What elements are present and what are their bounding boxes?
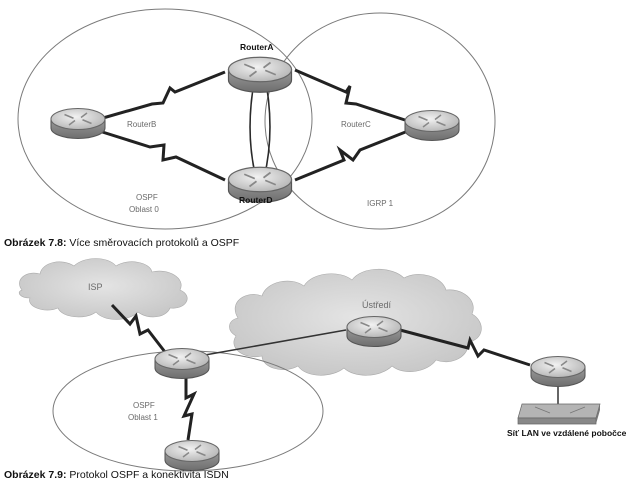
caption-number: Obrázek 7.8:: [4, 237, 67, 249]
router-d-label: RouterD: [239, 195, 273, 205]
figure-7-8: RouterA RouterB RouterC RouterD OSPF Obl…: [17, 8, 496, 230]
remote-router-icon: [530, 355, 586, 388]
link-area-to-hq: [187, 329, 347, 359]
area1-label: Oblast 1: [128, 413, 158, 422]
caption-text: Protokol OSPF a konektivita ISDN: [66, 469, 229, 481]
ospf-area0-region: [17, 8, 313, 230]
area0-label: Oblast 0: [129, 205, 159, 214]
caption-number: Obrázek 7.9:: [4, 469, 67, 481]
isdn-link-remote: [399, 328, 531, 367]
caption-text: Více směrovacích protokolů a OSPF: [66, 237, 240, 249]
figure-7-8-caption: Obrázek 7.8: Více směrovacích protokolů …: [4, 237, 239, 249]
isp-label: ISP: [88, 282, 103, 292]
hq-label: Ústředí: [362, 300, 392, 310]
area1-internal-router-icon: [164, 439, 220, 472]
igrp-region: [264, 12, 496, 230]
figure-7-9: ISP Ústředí OSPF Oblast 1 Síť LAN ve vzd…: [18, 258, 627, 472]
router-b-label: RouterB: [127, 120, 156, 129]
isdn-link-isp: [110, 303, 167, 353]
router-c-label: RouterC: [341, 120, 371, 129]
figure-7-9-caption: Obrázek 7.9: Protokol OSPF a konektivita…: [4, 469, 229, 481]
lan-switch-icon: [517, 403, 601, 425]
serial-link-b-d: [95, 128, 226, 182]
router-a-icon: [227, 56, 293, 94]
hq-router-icon: [346, 315, 402, 348]
ospf-label-2: OSPF: [133, 401, 155, 410]
serial-link-d-c: [294, 129, 409, 182]
isp-cloud: [18, 258, 188, 320]
router-a-label: RouterA: [240, 42, 274, 52]
serial-link-a-c: [294, 68, 409, 123]
igrp-label: IGRP 1: [367, 199, 394, 208]
ospf-label: OSPF: [136, 193, 158, 202]
serial-link-a-b: [95, 70, 226, 122]
area1-border-router-icon: [154, 347, 210, 380]
router-b-icon: [50, 107, 106, 140]
serial-link-area1-router: [181, 370, 198, 441]
router-c-icon: [404, 109, 460, 142]
remote-lan-label: Síť LAN ve vzdálené pobočce: [507, 428, 627, 438]
